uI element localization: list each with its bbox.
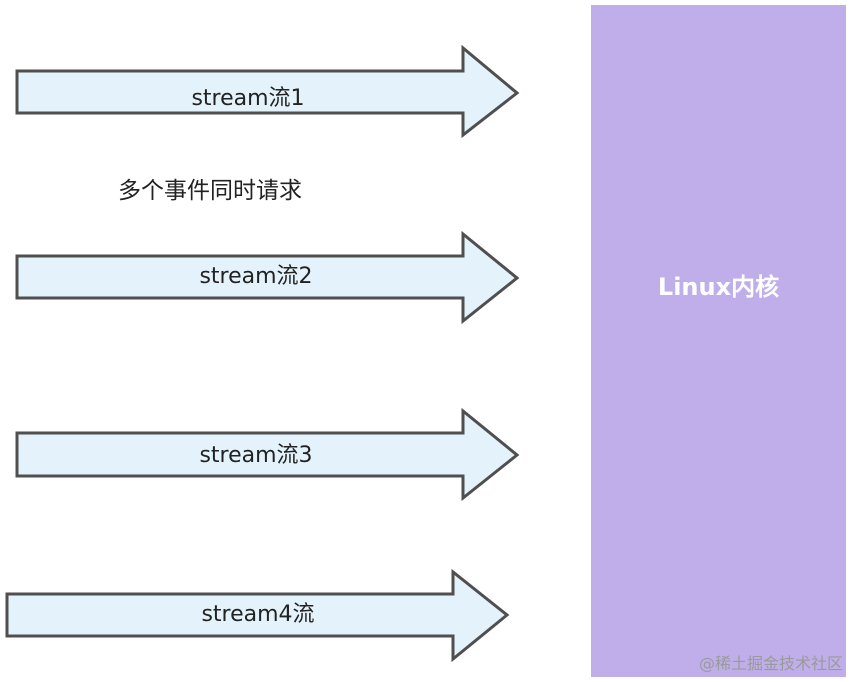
stream-arrow-2-label: stream流2 <box>199 264 313 289</box>
stream-arrow-3 <box>15 407 520 502</box>
linux-kernel-box: Linux内核 <box>591 5 846 677</box>
stream-arrow-1-label: stream流1 <box>191 86 305 111</box>
stream-arrow-2 <box>15 230 520 325</box>
stream-arrow-4-label: stream4流 <box>201 602 315 627</box>
stream-arrow-3-label: stream流3 <box>199 443 313 468</box>
watermark: @稀土掘金技术社区 <box>698 654 843 673</box>
linux-kernel-label: Linux内核 <box>657 273 780 301</box>
concurrent-requests-caption: 多个事件同时请求 <box>118 178 302 204</box>
stream-arrow-1 <box>15 44 520 139</box>
stream-arrow-4 <box>5 568 510 663</box>
